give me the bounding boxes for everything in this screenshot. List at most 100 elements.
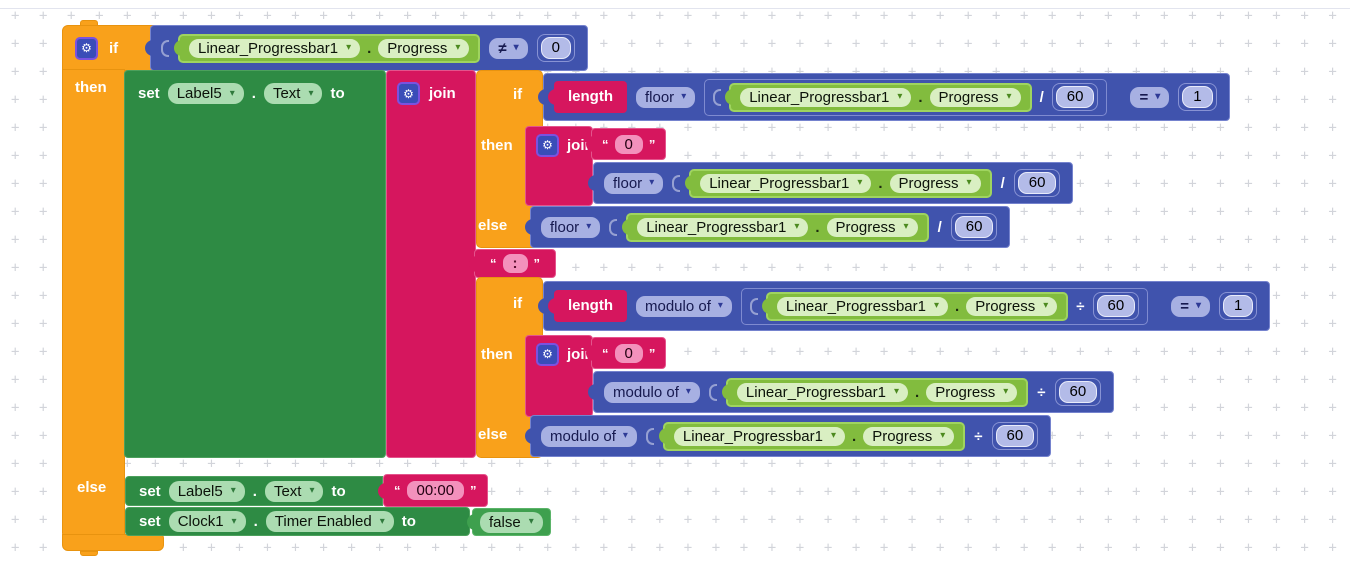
close-quote: ” xyxy=(648,136,656,152)
value-socket xyxy=(672,174,681,192)
component-dropdown[interactable]: Clock1 ▾ xyxy=(168,511,246,532)
text-string-block[interactable]: “ 0 ” xyxy=(585,128,667,160)
set-property-block[interactable]: set Label5 ▾ . Text ▾ to xyxy=(125,476,383,506)
component-dropdown[interactable]: Linear_Progressbar1 ▾ xyxy=(740,87,912,107)
component-getter-block[interactable]: Linear_Progressbar1 ▾ . Progress ▾ xyxy=(173,33,481,63)
number-socket: 1 xyxy=(1218,292,1258,320)
number-field[interactable]: 60 xyxy=(1096,295,1136,317)
length-block[interactable]: length xyxy=(548,290,627,322)
set-property-block[interactable]: set Clock1 ▾ . Timer Enabled ▾ to xyxy=(125,507,470,536)
control-if-block-header[interactable]: ⚙ if xyxy=(62,25,158,71)
operator-dropdown[interactable]: ≠ ▾ xyxy=(489,37,528,59)
length-block[interactable]: length xyxy=(548,81,627,113)
component-getter-block[interactable]: Linear_Progressbar1 ▾ . Progress ▾ xyxy=(725,82,1032,112)
number-field[interactable]: 60 xyxy=(1017,172,1057,194)
property-dropdown[interactable]: Progress ▾ xyxy=(966,296,1058,316)
set-property-block[interactable]: set Label5 ▾ . Text ▾ to xyxy=(124,70,386,458)
chevron-down-icon: ▾ xyxy=(897,91,903,102)
text-field[interactable]: 0 xyxy=(614,134,643,154)
component-getter-block[interactable]: Linear_Progressbar1 ▾ . Progress ▾ xyxy=(721,377,1029,407)
floor-dropdown[interactable]: floor ▾ xyxy=(541,216,601,238)
close-quote: ” xyxy=(470,483,477,498)
component-getter-block[interactable]: Linear_Progressbar1 ▾ . Progress ▾ xyxy=(685,168,992,198)
mutator-gear-icon[interactable]: ⚙ xyxy=(536,342,559,366)
number-field[interactable]: 60 xyxy=(995,425,1035,447)
component-dropdown[interactable]: Linear_Progressbar1 ▾ xyxy=(637,217,809,237)
number-field[interactable]: 60 xyxy=(1058,381,1098,403)
property-dropdown[interactable]: Progress ▾ xyxy=(826,217,918,237)
text-string-block[interactable]: “ : ” xyxy=(469,249,556,278)
logic-false-block[interactable]: false ▾ xyxy=(467,508,551,536)
component-name: Clock1 xyxy=(177,513,224,530)
component-dropdown[interactable]: Linear_Progressbar1 ▾ xyxy=(189,38,361,58)
property-dropdown[interactable]: Progress ▾ xyxy=(863,426,955,446)
length-keyword: length xyxy=(568,297,613,314)
property-dropdown[interactable]: Text ▾ xyxy=(264,480,324,502)
component-dropdown[interactable]: Label5 ▾ xyxy=(167,83,244,104)
to-keyword: to xyxy=(401,513,416,530)
floor-division-block[interactable]: floor ▾ Linear_Progressbar1 ▾ . Progress… xyxy=(587,162,1074,204)
number-field[interactable]: 60 xyxy=(1055,86,1095,108)
mutator-gear-icon[interactable]: ⚙ xyxy=(75,36,98,60)
modulo-division-block[interactable]: Linear_Progressbar1 ▾ . Progress ▾ ÷ 60 xyxy=(740,287,1149,325)
divide-operator: ÷ xyxy=(1037,383,1046,401)
modulo-division-block[interactable]: modulo of ▾ Linear_Progressbar1 ▾ . Prog… xyxy=(587,371,1115,413)
grid-plus-row: ++++++++++++++++++++++++++++++++++++++++… xyxy=(11,8,1350,24)
component-dropdown[interactable]: Label5 ▾ xyxy=(168,480,245,502)
text-string-block[interactable]: “ 00:00 ” xyxy=(378,474,488,507)
text-string-block[interactable]: “ 0 ” xyxy=(585,337,667,369)
chevron-down-icon: ▾ xyxy=(309,485,315,496)
modulo-dropdown[interactable]: modulo of ▾ xyxy=(541,425,637,447)
mutator-gear-icon[interactable]: ⚙ xyxy=(536,133,559,157)
control-if-block-spine[interactable] xyxy=(62,69,125,537)
comparison-neq-block[interactable]: Linear_Progressbar1 ▾ . Progress ▾ ≠ ▾ 0 xyxy=(145,25,588,71)
number-field[interactable]: 1 xyxy=(1222,295,1254,317)
operator-dropdown[interactable]: = ▾ xyxy=(1171,295,1210,317)
property-dropdown[interactable]: Progress ▾ xyxy=(889,173,981,193)
number-field[interactable]: 0 xyxy=(540,37,571,59)
else-keyword: else xyxy=(478,426,508,443)
modulo-dropdown[interactable]: modulo of ▾ xyxy=(636,295,732,317)
component-name: Linear_Progressbar1 xyxy=(749,88,890,106)
chevron-down-icon: ▾ xyxy=(681,91,687,102)
comparison-eq-block[interactable]: length floor ▾ Linear_Progressbar1 ▾ . P… xyxy=(538,73,1230,121)
chevron-down-icon: ▾ xyxy=(685,386,691,397)
component-dropdown[interactable]: Linear_Progressbar1 ▾ xyxy=(673,426,846,446)
modulo-division-block[interactable]: modulo of ▾ Linear_Progressbar1 ▾ . Prog… xyxy=(524,415,1052,457)
number-socket: 60 xyxy=(991,422,1039,450)
text-field[interactable]: 0 xyxy=(614,343,643,363)
number-field[interactable]: 1 xyxy=(1182,86,1213,108)
floor-dropdown[interactable]: floor ▾ xyxy=(636,86,696,108)
property-dropdown[interactable]: Progress ▾ xyxy=(378,38,470,58)
control-if-block-foot[interactable] xyxy=(62,534,164,551)
modulo-dropdown[interactable]: modulo of ▾ xyxy=(604,381,700,403)
property-dropdown[interactable]: Progress ▾ xyxy=(929,87,1021,107)
component-getter-block[interactable]: Linear_Progressbar1 ▾ . Progress ▾ xyxy=(761,291,1069,321)
number-field[interactable]: 60 xyxy=(954,216,994,238)
property-dropdown[interactable]: Text ▾ xyxy=(263,83,323,104)
number-socket: 60 xyxy=(1013,169,1061,197)
join-block[interactable]: ⚙ join xyxy=(386,70,476,458)
floor-dropdown[interactable]: floor ▾ xyxy=(604,172,664,194)
divide-operator: ÷ xyxy=(1076,297,1085,315)
component-getter-block[interactable]: Linear_Progressbar1 ▾ . Progress ▾ xyxy=(658,421,966,451)
division-block[interactable]: Linear_Progressbar1 ▾ . Progress ▾ / 60 xyxy=(704,78,1108,116)
property-dropdown[interactable]: Progress ▾ xyxy=(926,382,1018,402)
boolean-dropdown[interactable]: false ▾ xyxy=(480,511,543,533)
chevron-down-icon: ▾ xyxy=(649,177,655,188)
property-dot: . xyxy=(955,297,960,315)
floor-division-block[interactable]: floor ▾ Linear_Progressbar1 ▾ . Progress… xyxy=(524,206,1011,248)
join-block[interactable]: ⚙ join xyxy=(525,126,594,206)
property-dropdown[interactable]: Timer Enabled ▾ xyxy=(265,511,394,532)
component-getter-block[interactable]: Linear_Progressbar1 ▾ . Progress ▾ xyxy=(622,212,929,242)
operator-dropdown[interactable]: = ▾ xyxy=(1130,86,1170,108)
text-field[interactable]: 00:00 xyxy=(406,481,465,500)
comparison-eq-block[interactable]: length modulo of ▾ Linear_Progressbar1 ▾… xyxy=(537,281,1271,331)
text-field[interactable]: : xyxy=(502,254,528,273)
component-dropdown[interactable]: Linear_Progressbar1 ▾ xyxy=(700,173,872,193)
mutator-gear-icon[interactable]: ⚙ xyxy=(397,82,420,105)
join-block[interactable]: ⚙ join xyxy=(525,335,594,417)
chevron-down-icon: ▾ xyxy=(230,485,236,496)
component-dropdown[interactable]: Linear_Progressbar1 ▾ xyxy=(776,296,949,316)
component-dropdown[interactable]: Linear_Progressbar1 ▾ xyxy=(736,382,909,402)
